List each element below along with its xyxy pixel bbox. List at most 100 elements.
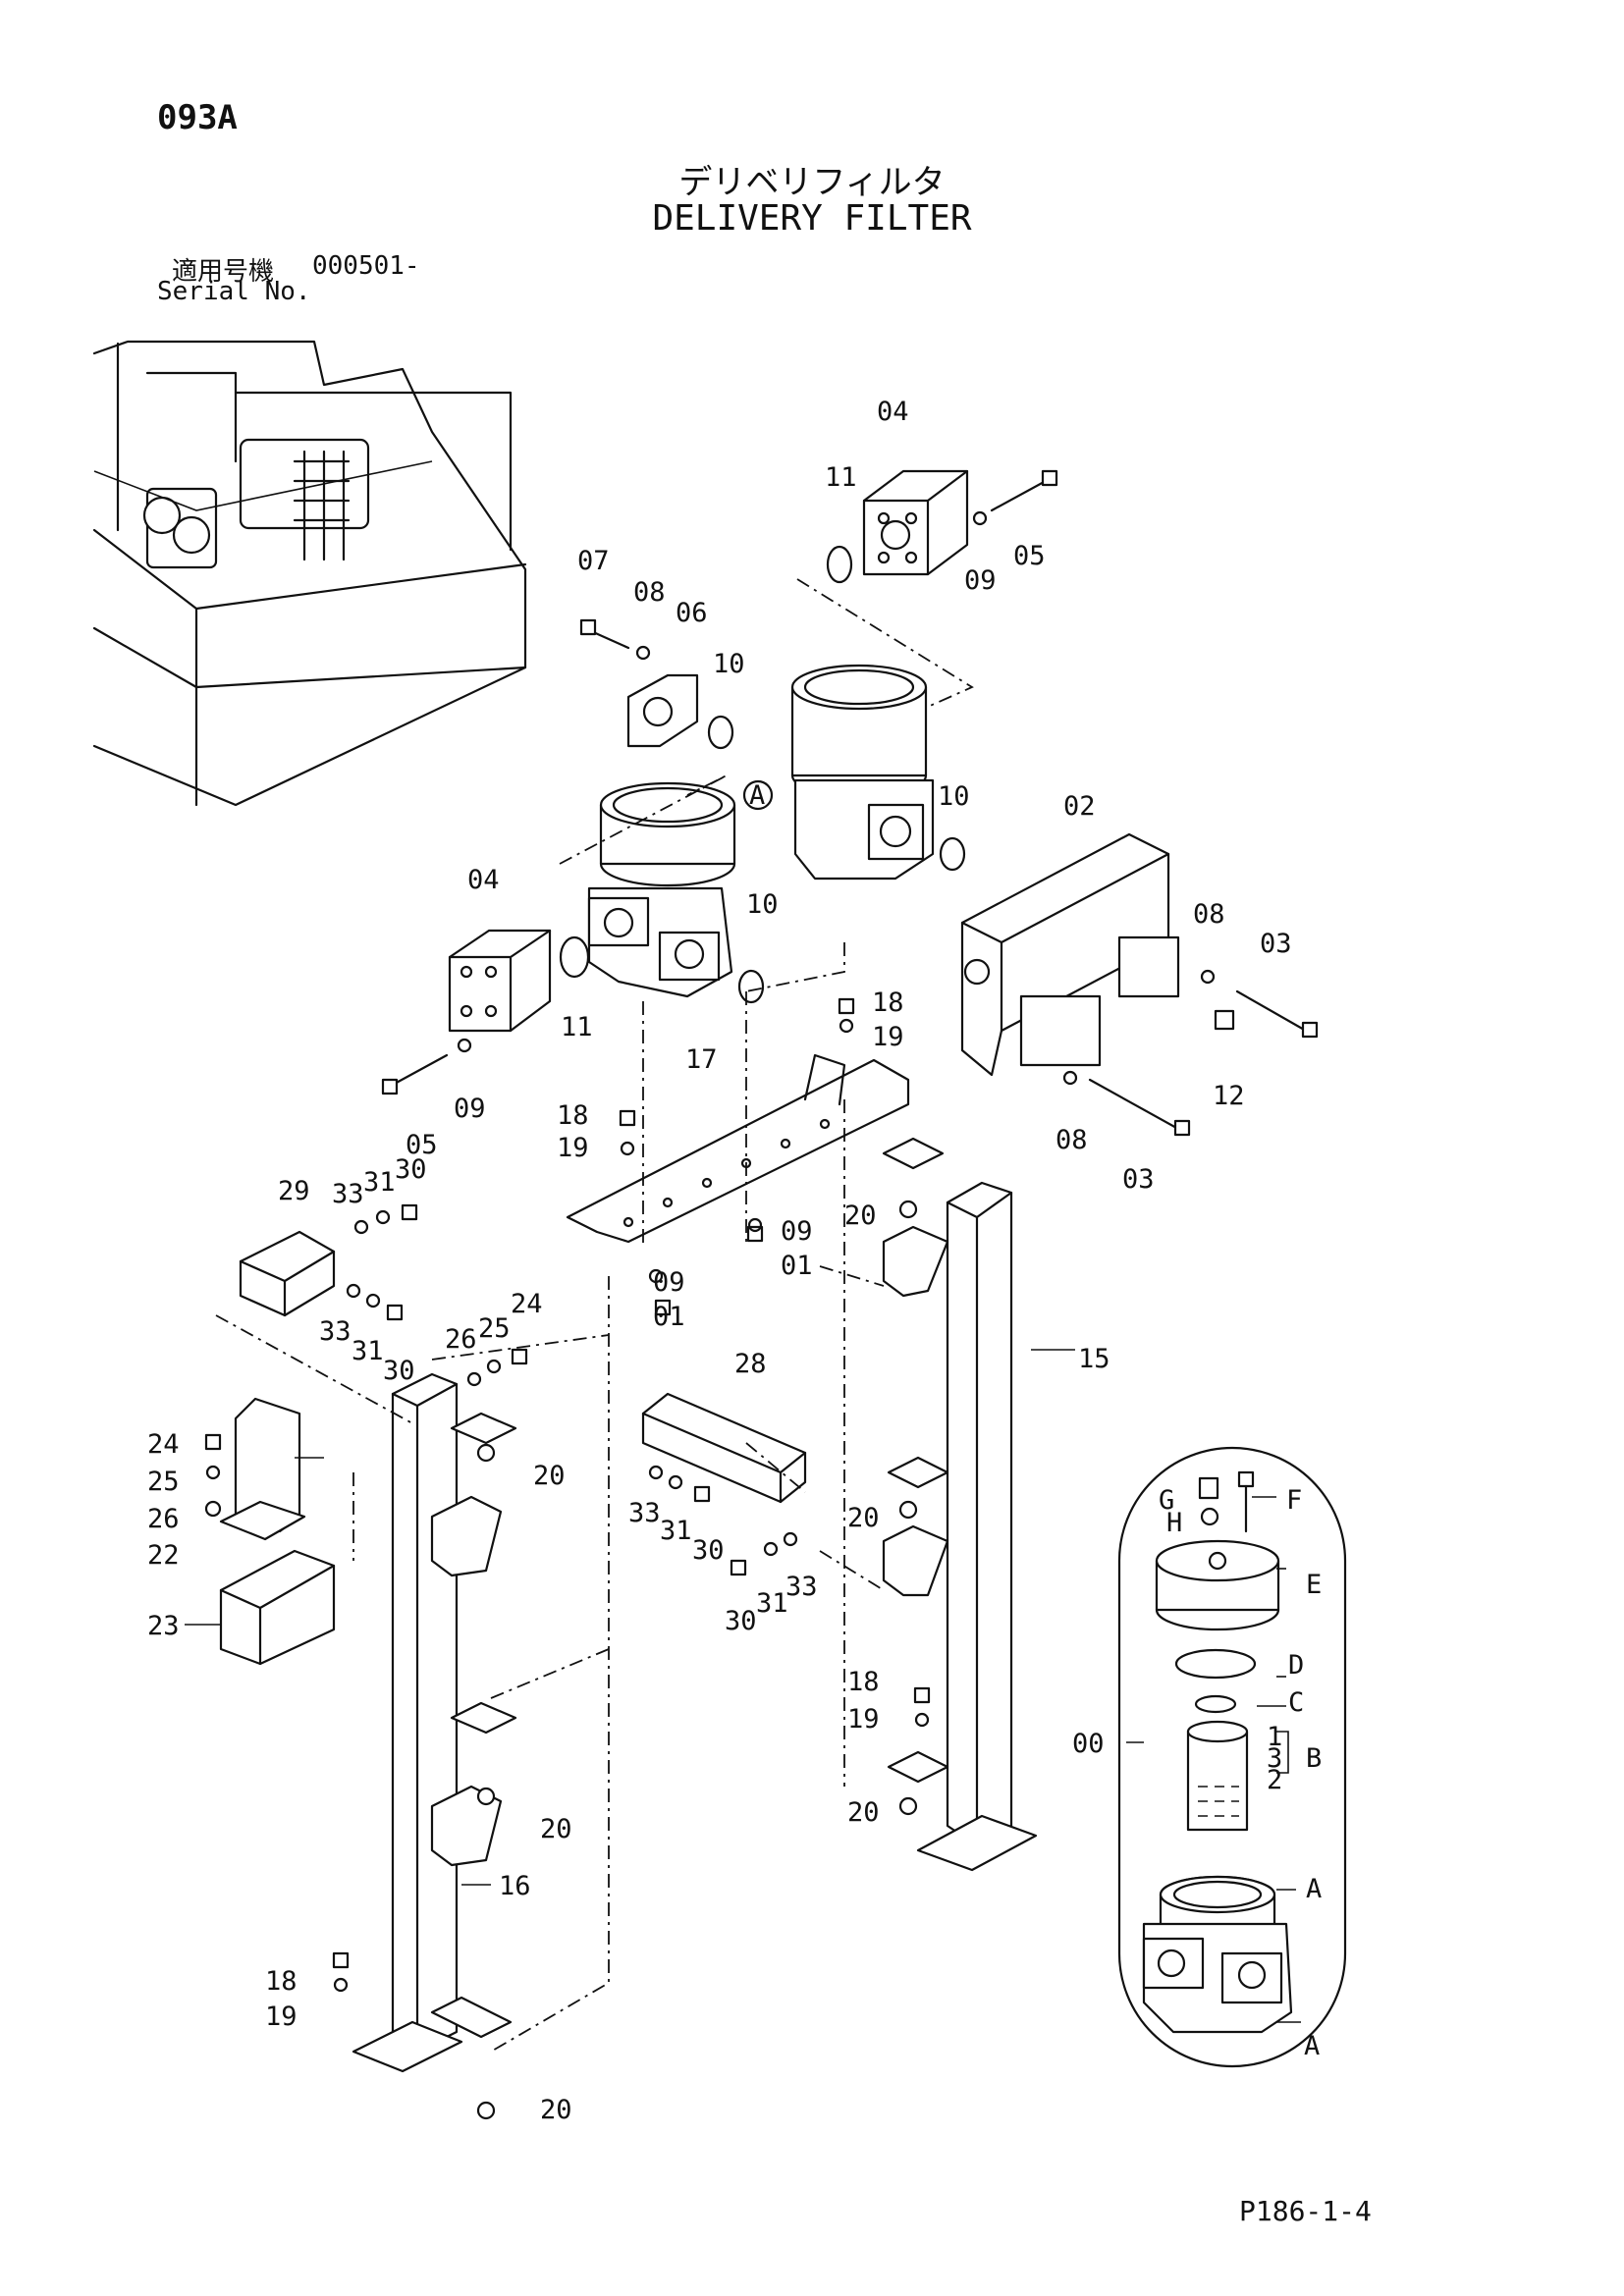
title-english: DELIVERY FILTER	[652, 198, 972, 239]
callout-30-c: 30	[692, 1535, 725, 1566]
callout-33-d: 33	[785, 1572, 818, 1602]
bolt-03-upper	[1200, 969, 1319, 1039]
callout-10-top: 10	[713, 649, 745, 679]
callout-24-b: 24	[147, 1429, 180, 1460]
callout-24-a: 24	[511, 1289, 543, 1319]
callout-H: H	[1166, 1508, 1182, 1538]
callout-B: B	[1306, 1743, 1322, 1774]
callout-20-c: 20	[847, 1503, 880, 1533]
callout-31-c: 31	[660, 1516, 692, 1546]
callout-31-a: 31	[363, 1167, 396, 1198]
callout-C: C	[1288, 1687, 1304, 1718]
callout-31-b: 31	[352, 1336, 384, 1366]
callout-2: 2	[1267, 1765, 1282, 1795]
callout-12: 12	[1213, 1081, 1245, 1111]
callout-03-lower: 03	[1122, 1164, 1155, 1195]
callout-F: F	[1286, 1485, 1302, 1516]
callout-19-b: 19	[557, 1133, 589, 1163]
callout-01-b: 01	[653, 1302, 685, 1332]
callout-D: D	[1288, 1650, 1304, 1681]
page-code: 093A	[157, 98, 238, 137]
callout-05-lower: 05	[406, 1130, 438, 1160]
callout-09-lower: 09	[454, 1094, 486, 1124]
callout-30-b: 30	[383, 1356, 415, 1386]
callout-09-d: 09	[653, 1267, 685, 1298]
callout-G: G	[1159, 1485, 1174, 1516]
callout-20-f: 20	[540, 2095, 572, 2125]
callout-04-lower: 04	[467, 865, 500, 895]
callout-18-a: 18	[872, 988, 904, 1018]
machine-overview-sketch	[92, 340, 527, 807]
callout-30-a: 30	[395, 1154, 427, 1185]
o-ring-10-a	[707, 715, 734, 750]
callout-05-upper: 05	[1013, 541, 1046, 571]
serial-number-value: 000501-	[312, 251, 420, 281]
callout-09-upper: 09	[964, 565, 997, 596]
manifold-block-02	[960, 832, 1180, 1077]
serial-label-japanese: 適用号機	[172, 257, 275, 287]
title-japanese: デリベリフィルタ	[678, 163, 946, 202]
callout-19-d: 19	[265, 2002, 298, 2032]
bracket-29	[239, 1230, 336, 1317]
callout-01-a: 01	[781, 1251, 813, 1281]
callout-22: 22	[147, 1540, 180, 1571]
bracket-23	[219, 1549, 336, 1666]
callout-E: E	[1306, 1570, 1322, 1600]
callout-23: 23	[147, 1611, 180, 1641]
callout-02: 02	[1063, 791, 1096, 822]
callout-labels: 04 11 05 09 07 08 06 10 10 02 04 10 08 0…	[147, 397, 1322, 2125]
callout-15: 15	[1078, 1344, 1110, 1374]
column-16	[352, 1372, 517, 2073]
callout-10-right: 10	[938, 781, 970, 812]
filter-element-inset	[1117, 1446, 1347, 2068]
flange-block-04-lower	[448, 929, 552, 1033]
small-fasteners	[204, 997, 931, 2120]
callout-08-right: 08	[1193, 899, 1225, 930]
callout-1: 1	[1267, 1722, 1282, 1752]
bolt-03-lower	[1062, 1070, 1191, 1137]
callout-20-b: 20	[533, 1461, 566, 1491]
filter-assembly-upper	[790, 664, 935, 881]
callout-07: 07	[577, 546, 610, 576]
callout-25-a: 25	[478, 1313, 511, 1344]
callout-11-lower: 11	[561, 1012, 593, 1042]
flange-06	[626, 673, 699, 748]
callout-26-b: 26	[147, 1504, 180, 1534]
callout-19-c: 19	[847, 1704, 880, 1735]
circle-a-marker	[742, 779, 774, 811]
callout-20-d: 20	[847, 1797, 880, 1828]
o-ring-10-b	[939, 836, 966, 872]
serial-label-english: Serial No.	[157, 277, 311, 306]
callout-03-upper: 03	[1260, 929, 1292, 959]
circle-a-letter: A	[749, 780, 765, 811]
callout-26-a: 26	[445, 1324, 477, 1355]
callout-11-upper: 11	[825, 462, 857, 493]
leader-lines	[215, 578, 974, 2053]
callout-04-upper: 04	[877, 397, 909, 427]
callout-20-a: 20	[844, 1201, 877, 1231]
callout-18-d: 18	[265, 1966, 298, 1997]
callout-29: 29	[278, 1176, 310, 1206]
callout-31-d: 31	[756, 1588, 788, 1619]
plug-12	[1214, 1009, 1235, 1031]
callout-08-top: 08	[633, 577, 666, 608]
callout-06: 06	[676, 598, 708, 628]
callout-18-b: 18	[557, 1100, 589, 1131]
o-ring-11-a	[559, 935, 590, 979]
callout-33-c: 33	[628, 1498, 661, 1528]
o-ring-10-c	[737, 969, 765, 1004]
callout-18-c: 18	[847, 1667, 880, 1697]
callout-19-a: 19	[872, 1022, 904, 1052]
o-ring-11-b	[826, 545, 853, 584]
bolt-07	[579, 618, 651, 661]
callout-00: 00	[1072, 1729, 1105, 1759]
callout-A-inset: A	[1306, 1874, 1322, 1904]
callout-A-bottom: A	[1304, 2031, 1320, 2061]
bolt-05-lower	[381, 1038, 472, 1095]
callout-25-b: 25	[147, 1467, 180, 1497]
callout-08-bottom: 08	[1056, 1125, 1088, 1155]
callout-leader-ticks	[185, 1349, 1301, 2023]
callout-20-e: 20	[540, 1814, 572, 1844]
callout-16: 16	[499, 1871, 531, 1901]
